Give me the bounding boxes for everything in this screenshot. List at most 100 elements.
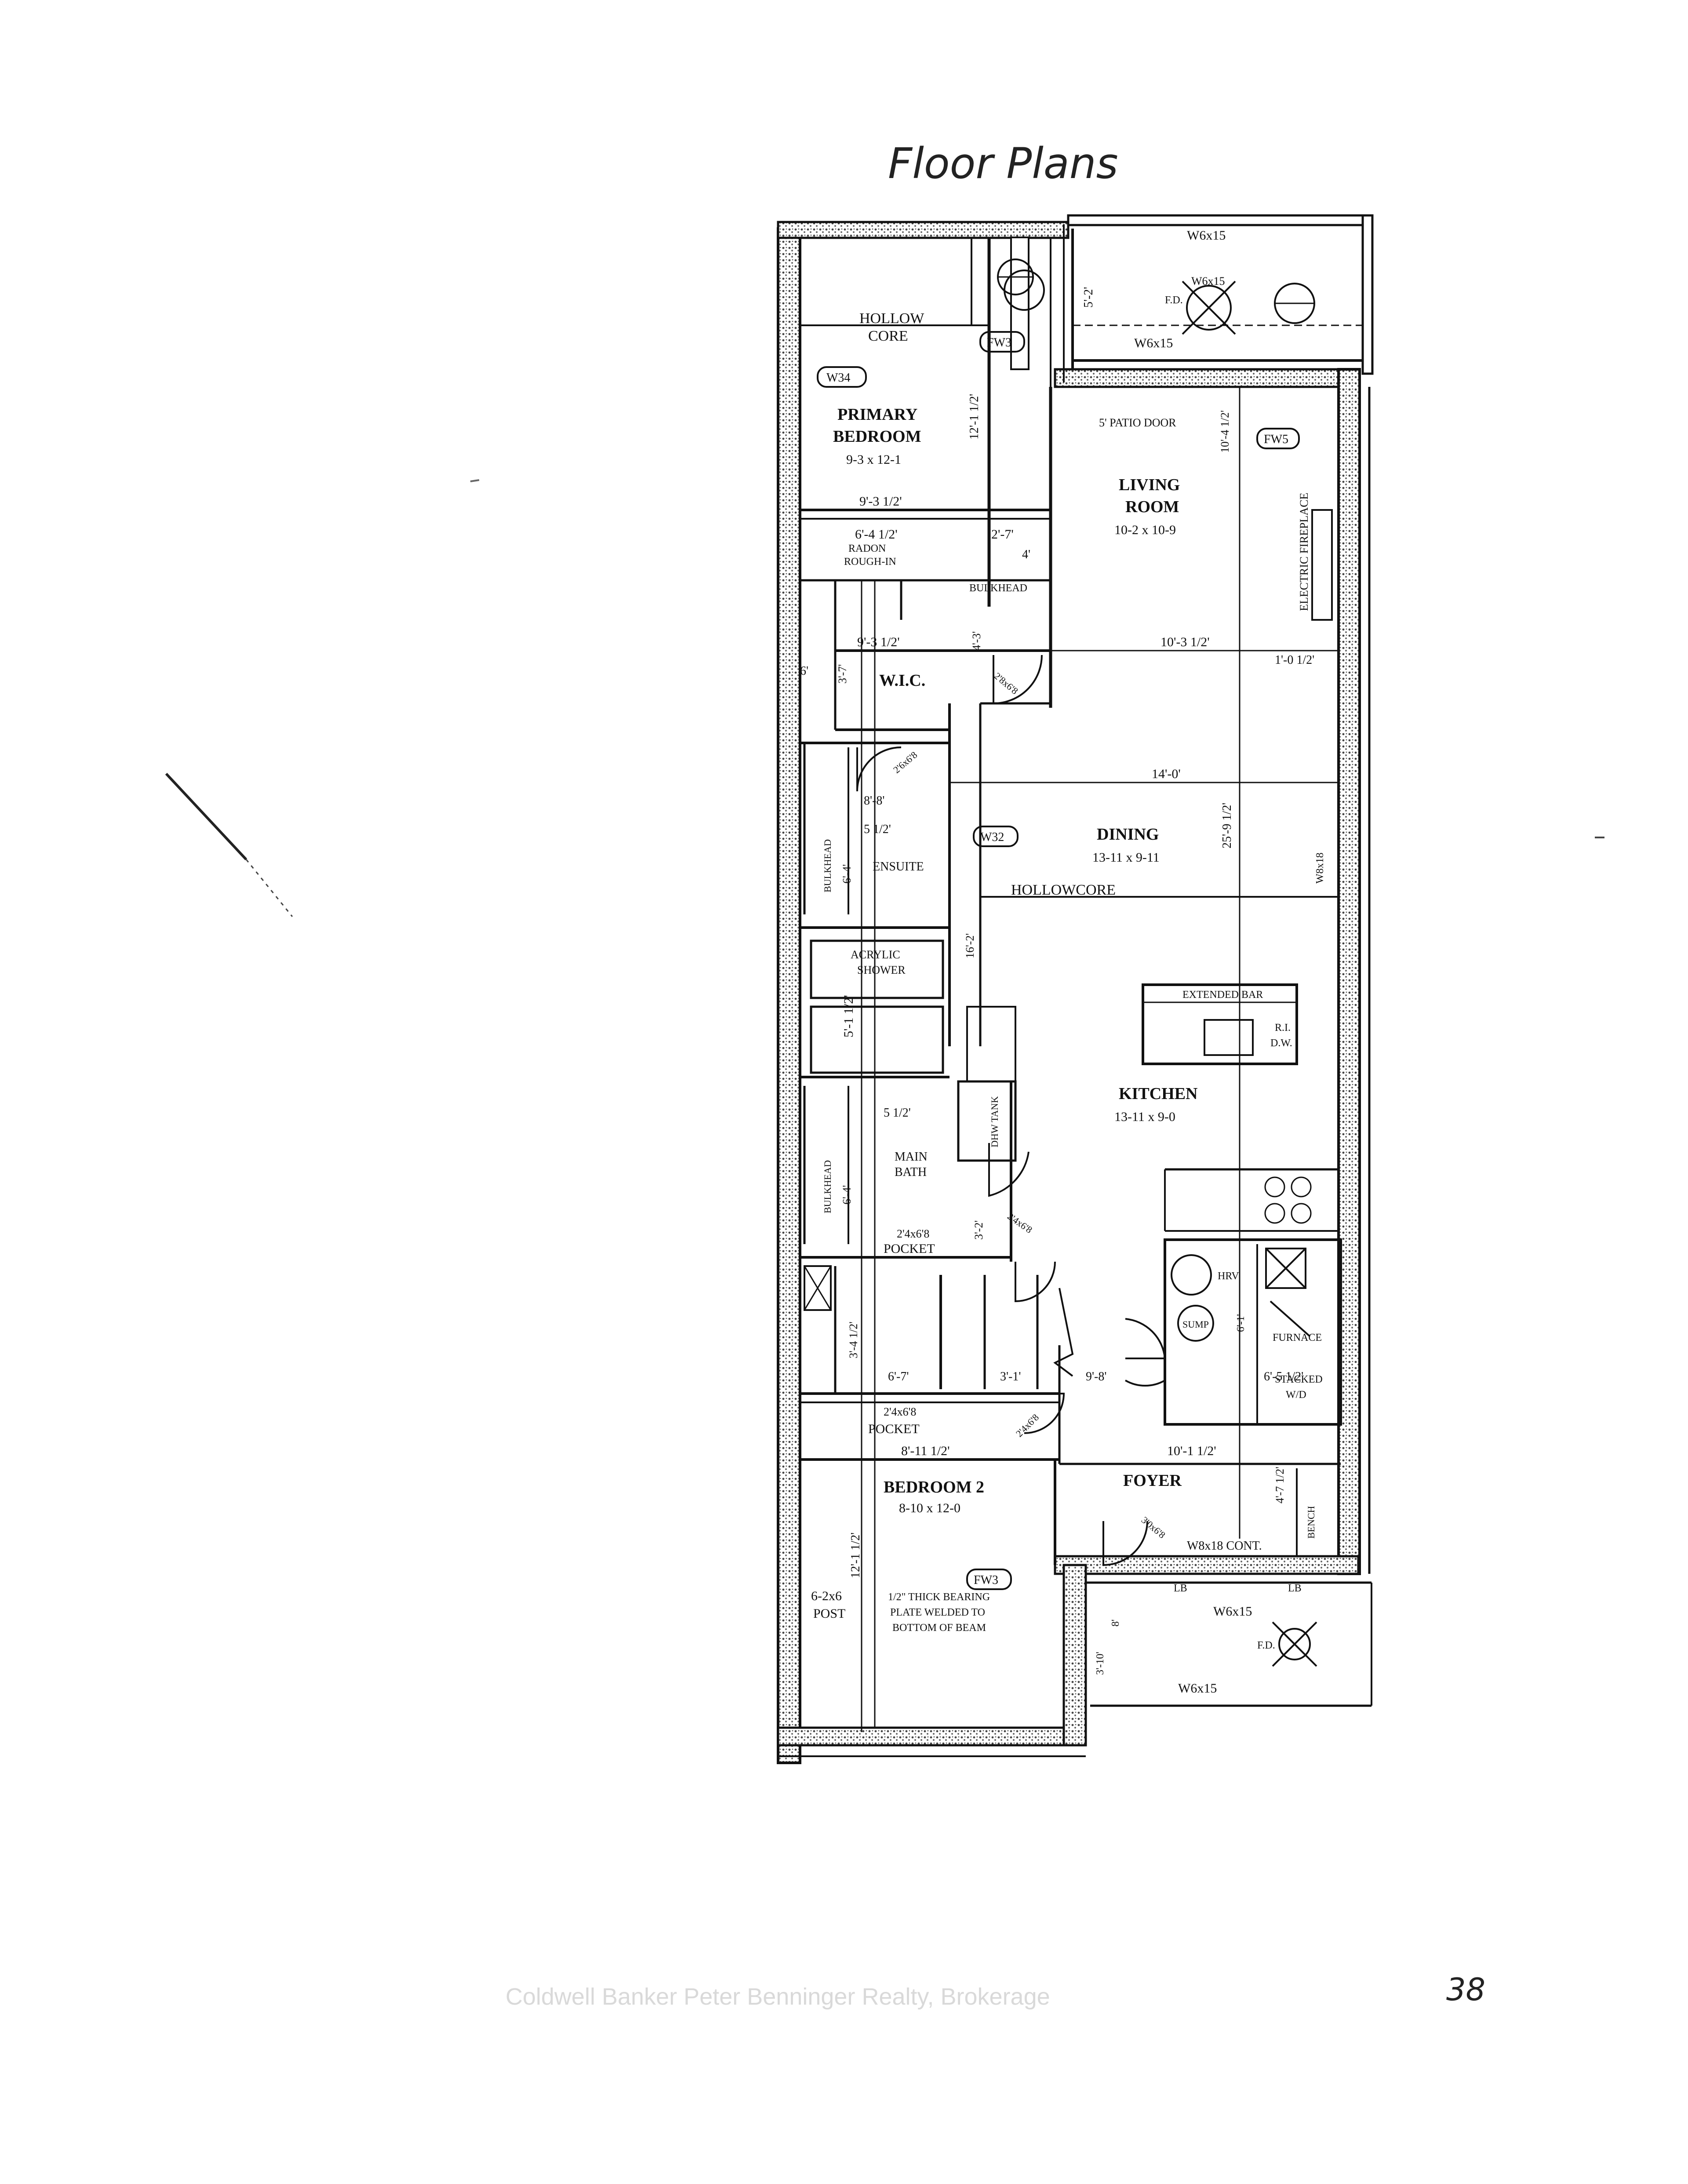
dimension: 4'-7 1/2'	[1273, 1467, 1286, 1503]
window-tag: FW5	[1264, 433, 1288, 446]
bulkhead-label: BULKHEAD	[822, 1160, 833, 1213]
dimension: 8'-8'	[864, 794, 884, 808]
room-dimensions: 8-10 x 12-0	[899, 1501, 960, 1515]
pocket-door-label: 2'4x6'8	[897, 1227, 929, 1240]
dishwasher-label: R.I.	[1275, 1022, 1291, 1034]
room-name: LIVING	[1119, 476, 1180, 494]
slab-label: HOLLOWCORE	[1011, 882, 1116, 898]
window-tag: W34	[826, 371, 850, 385]
room-dimensions: 13-11 x 9-0	[1114, 1110, 1175, 1124]
page-title: Floor Plans	[888, 139, 1118, 188]
beam-label: W6x15	[1191, 275, 1225, 288]
dimension: 6'-4'	[840, 1185, 853, 1205]
exterior-walls	[777, 214, 1374, 1764]
bar-label: EXTENDED BAR	[1182, 989, 1263, 1001]
room-dimensions: 10-2 x 10-9	[1114, 523, 1176, 537]
dimension: 2'-7'	[991, 527, 1014, 542]
plate-note: BOTTOM OF BEAM	[892, 1622, 986, 1634]
hrv-label: HRV	[1218, 1270, 1239, 1282]
lb-label: LB	[1174, 1583, 1187, 1594]
slab-label: CORE	[868, 328, 908, 344]
post-label: 6-2x6	[811, 1589, 842, 1603]
dimension: 10'-1 1/2'	[1167, 1444, 1216, 1458]
sump-label: SUMP	[1182, 1319, 1209, 1330]
room-name: BATH	[895, 1165, 927, 1179]
shower-label: ACRYLIC	[851, 948, 900, 961]
floor-drain-label: F.D.	[1165, 295, 1183, 306]
floor-drain-label: F.D.	[1257, 1640, 1275, 1651]
room-dimensions: 13-11 x 9-11	[1092, 850, 1160, 865]
lb-label: LB	[1288, 1583, 1302, 1594]
dimension: 6'-5 1/2'	[1264, 1370, 1303, 1383]
patio-area	[997, 224, 1363, 382]
room-name: ENSUITE	[873, 860, 924, 874]
dimension: 14'-0'	[1152, 767, 1181, 781]
dimension: 3'-1'	[1000, 1370, 1021, 1383]
radon-label: ROUGH-IN	[844, 556, 896, 568]
dimension: 3'-4 1/2'	[847, 1321, 860, 1358]
dimension: 8'-11 1/2'	[901, 1444, 950, 1458]
plate-note: PLATE WELDED TO	[890, 1607, 985, 1618]
dimension: 4'-3'	[970, 631, 983, 651]
room-name: BEDROOM 2	[884, 1478, 984, 1496]
dimension: 10'-4 1/2'	[1219, 410, 1231, 453]
dimension: 9'-3 1/2'	[859, 494, 902, 509]
dimension: 12'-1 1/2'	[968, 394, 981, 440]
shower-label: SHOWER	[857, 964, 906, 976]
beam-label: W6x15	[1134, 336, 1173, 350]
dimension: 3'-7'	[836, 664, 849, 684]
dimension: 5 1/2'	[884, 1106, 911, 1120]
post-label: POST	[813, 1606, 845, 1621]
door-size-label: 2'6x6'8	[891, 749, 919, 775]
dimension: 25'-9 1/2'	[1220, 803, 1234, 848]
radon-label: RADON	[848, 543, 886, 554]
dimension: 16'-2'	[964, 933, 976, 958]
mechanical-fixtures	[1171, 1248, 1317, 1667]
beam-label: W6x15	[1187, 228, 1226, 243]
laundry-label: STACKED	[1275, 1374, 1323, 1385]
dimension: 12'-1 1/2'	[849, 1532, 862, 1578]
fireplace-label: ELECTRIC FIREPLACE	[1298, 493, 1310, 611]
room-name: FOYER	[1123, 1471, 1182, 1490]
water-heater-label: DHW TANK	[989, 1096, 1000, 1147]
door-size-label: 2'8x6'8	[992, 670, 1020, 697]
dimension: 1'-0 1/2'	[1275, 653, 1314, 667]
door-swings	[856, 655, 1166, 1566]
room-dimensions: 9-3 x 12-1	[846, 452, 901, 467]
beam-label: W8x18 CONT.	[1187, 1539, 1262, 1553]
dimension: 3'-10'	[1095, 1652, 1106, 1675]
dimension: 4'	[1022, 548, 1030, 561]
stray-mark	[165, 772, 247, 861]
patio-door-label: 5' PATIO DOOR	[1099, 416, 1176, 429]
dimension: 6'-4 1/2'	[855, 527, 898, 542]
bulkhead-label: BULKHEAD	[822, 839, 833, 892]
bulkhead-label: BULKHEAD	[969, 582, 1027, 594]
dishwasher-label: D.W.	[1270, 1037, 1292, 1049]
room-name: W.I.C.	[879, 671, 925, 690]
furnace-label: FURNACE	[1273, 1332, 1322, 1343]
dimension: 6'-7'	[888, 1370, 909, 1383]
room-name: KITCHEN	[1119, 1085, 1197, 1103]
pocket-door-label: 2'4x6'8	[884, 1405, 916, 1418]
window-tag: FW3	[974, 1573, 998, 1587]
room-name: BEDROOM	[833, 427, 921, 446]
bench-label: BENCH	[1306, 1506, 1317, 1539]
stray-mark	[245, 859, 293, 917]
room-name: MAIN	[895, 1150, 928, 1164]
laundry-label: W/D	[1286, 1389, 1306, 1401]
dimension: 6'-1'	[1235, 1314, 1247, 1332]
dimension: 9'-3 1/2'	[857, 635, 900, 649]
dimension: 3'-2'	[972, 1220, 985, 1240]
beam-label: W6x15	[1213, 1604, 1252, 1619]
beam-label: W6x15	[1178, 1681, 1217, 1696]
pocket-door-label: POCKET	[868, 1422, 920, 1436]
window-tag: FW3	[987, 336, 1011, 349]
brokerage-watermark: Coldwell Banker Peter Benninger Realty, …	[506, 1984, 1050, 2010]
window-tag: W32	[980, 830, 1004, 844]
dimension: 6'	[800, 664, 808, 678]
dimension: 8'	[1110, 1620, 1121, 1627]
room-name: DINING	[1097, 825, 1159, 844]
plate-note: 1/2" THICK BEARING	[888, 1591, 990, 1603]
dimension: 5 1/2'	[864, 823, 891, 836]
